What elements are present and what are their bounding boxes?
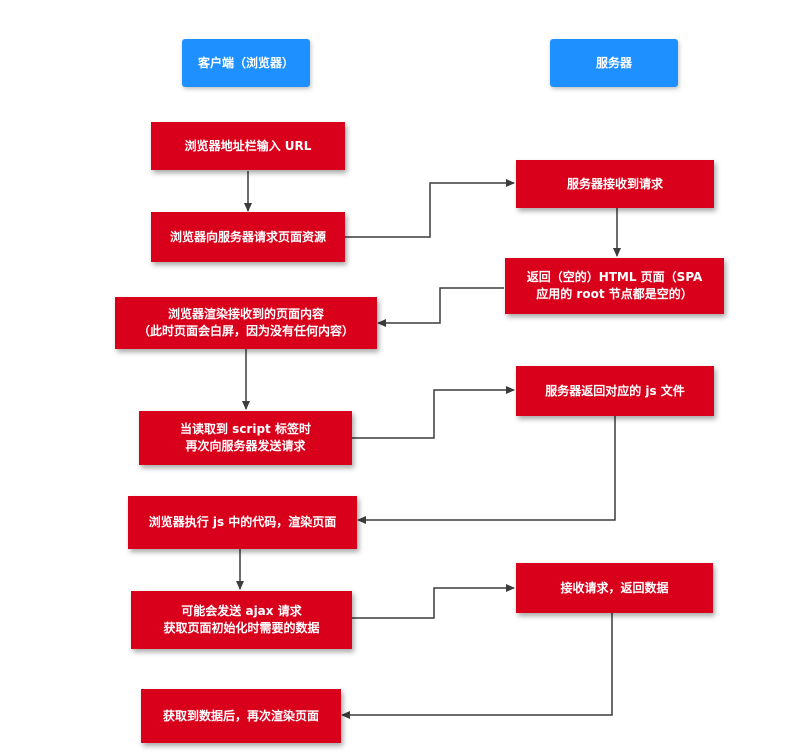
- lane-header-client-label: 客户端（浏览器）: [197, 55, 294, 70]
- step-return-data: 接收请求，返回数据: [516, 563, 713, 613]
- step-text: （此时页面会白屏，因为没有任何内容）: [137, 324, 354, 338]
- step-text: 再次向服务器发送请求: [185, 439, 306, 453]
- step-text: 返回（空的）HTML 页面（SPA: [526, 270, 703, 284]
- step-return-empty-html: 返回（空的）HTML 页面（SPA 应用的 root 节点都是空的）: [505, 258, 724, 314]
- step-text: 服务器接收到请求: [566, 176, 663, 191]
- arrow-c6-s4: [352, 584, 515, 619]
- step-text: 浏览器地址栏输入 URL: [184, 138, 312, 153]
- lane-header-client: 客户端（浏览器）: [182, 39, 310, 87]
- arrow-c2-s1: [345, 179, 515, 238]
- lane-header-server-label: 服务器: [595, 55, 632, 70]
- arrow-s2-c3: [377, 287, 504, 327]
- step-request-page-resources: 浏览器向服务器请求页面资源: [151, 212, 345, 262]
- step-text: 接收请求，返回数据: [560, 580, 669, 595]
- step-send-ajax: 可能会发送 ajax 请求 获取页面初始化时需要的数据: [131, 591, 352, 649]
- arrow-c4-s3: [352, 386, 515, 439]
- arrow-s3-c5: [357, 416, 616, 524]
- step-text: 服务器返回对应的 js 文件: [545, 383, 685, 398]
- step-rerender-page: 获取到数据后，再次渲染页面: [141, 689, 341, 743]
- step-read-script-tag: 当读取到 script 标签时 再次向服务器发送请求: [139, 411, 352, 465]
- step-render-received-content: 浏览器渲染接收到的页面内容 （此时页面会白屏，因为没有任何内容）: [115, 297, 377, 349]
- step-text: 可能会发送 ajax 请求: [181, 604, 302, 618]
- step-enter-url: 浏览器地址栏输入 URL: [151, 122, 345, 170]
- step-execute-js: 浏览器执行 js 中的代码，渲染页面: [128, 496, 357, 549]
- step-text: 当读取到 script 标签时: [180, 422, 311, 436]
- arrow-s4-c7: [341, 613, 613, 719]
- step-server-receive-request: 服务器接收到请求: [516, 160, 714, 208]
- lane-header-server: 服务器: [550, 39, 678, 87]
- step-text: 应用的 root 节点都是空的）: [536, 287, 693, 301]
- step-text: 获取页面初始化时需要的数据: [163, 621, 320, 635]
- step-text: 浏览器执行 js 中的代码，渲染页面: [148, 515, 337, 529]
- step-text: 浏览器向服务器请求页面资源: [169, 229, 326, 244]
- step-text: 获取到数据后，再次渲染页面: [162, 708, 319, 723]
- step-return-js-file: 服务器返回对应的 js 文件: [516, 366, 714, 416]
- step-text: 浏览器渲染接收到的页面内容: [167, 307, 324, 321]
